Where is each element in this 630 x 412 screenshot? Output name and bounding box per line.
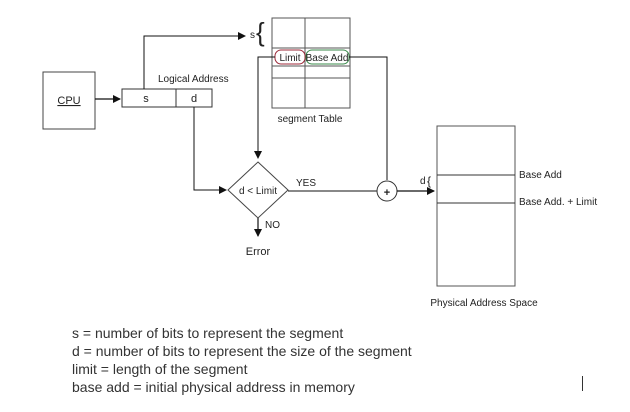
legend-line: d = number of bits to represent the size…: [72, 343, 412, 359]
legend-line: limit = length of the segment: [72, 361, 248, 377]
logical-address-label: Logical Address: [158, 74, 229, 85]
offset-marker-label: d: [420, 176, 426, 187]
no-label: NO: [265, 220, 280, 231]
text-cursor: [582, 376, 583, 391]
segment-number-field: s: [143, 93, 149, 105]
base-cell: Base Add: [306, 53, 349, 64]
base-arrow: [349, 56, 388, 180]
adder-symbol: +: [384, 187, 390, 199]
offset-field: d: [191, 93, 197, 105]
physical-memory-caption: Physical Address Space: [430, 298, 538, 309]
cpu-label: CPU: [57, 95, 80, 107]
segment-index-brace: {: [256, 17, 265, 47]
legend-line: s = number of bits to represent the segm…: [72, 325, 344, 341]
comparator-label: d < Limit: [239, 186, 277, 197]
limit-arrow: [254, 56, 275, 159]
cpu-box: CPU: [42, 71, 96, 130]
offset-arrow: [193, 107, 227, 194]
base-marker-label: Base Add: [519, 170, 562, 181]
limit-marker-label: Base Add. + Limit: [519, 197, 597, 208]
segment-index-label: s: [250, 30, 255, 41]
yes-label: YES: [296, 178, 316, 189]
segment-index-arrow: [143, 32, 246, 89]
limit-cell: Limit: [279, 53, 300, 64]
legend-line: base add = initial physical address in m…: [72, 379, 355, 395]
adder: +: [376, 180, 398, 202]
offset-marker-brace: {: [427, 174, 431, 188]
legend: s = number of bits to represent the segm…: [72, 324, 412, 396]
logical-address-register: Logical Address s d: [121, 74, 229, 108]
physical-memory: Base Add Base Add. + Limit Physical Addr…: [430, 125, 597, 309]
comparator: d < Limit: [227, 161, 289, 219]
segment-table-caption: segment Table: [278, 114, 343, 125]
segment-table: Limit Base Add segment Table: [271, 17, 351, 125]
error-label: Error: [246, 246, 271, 258]
